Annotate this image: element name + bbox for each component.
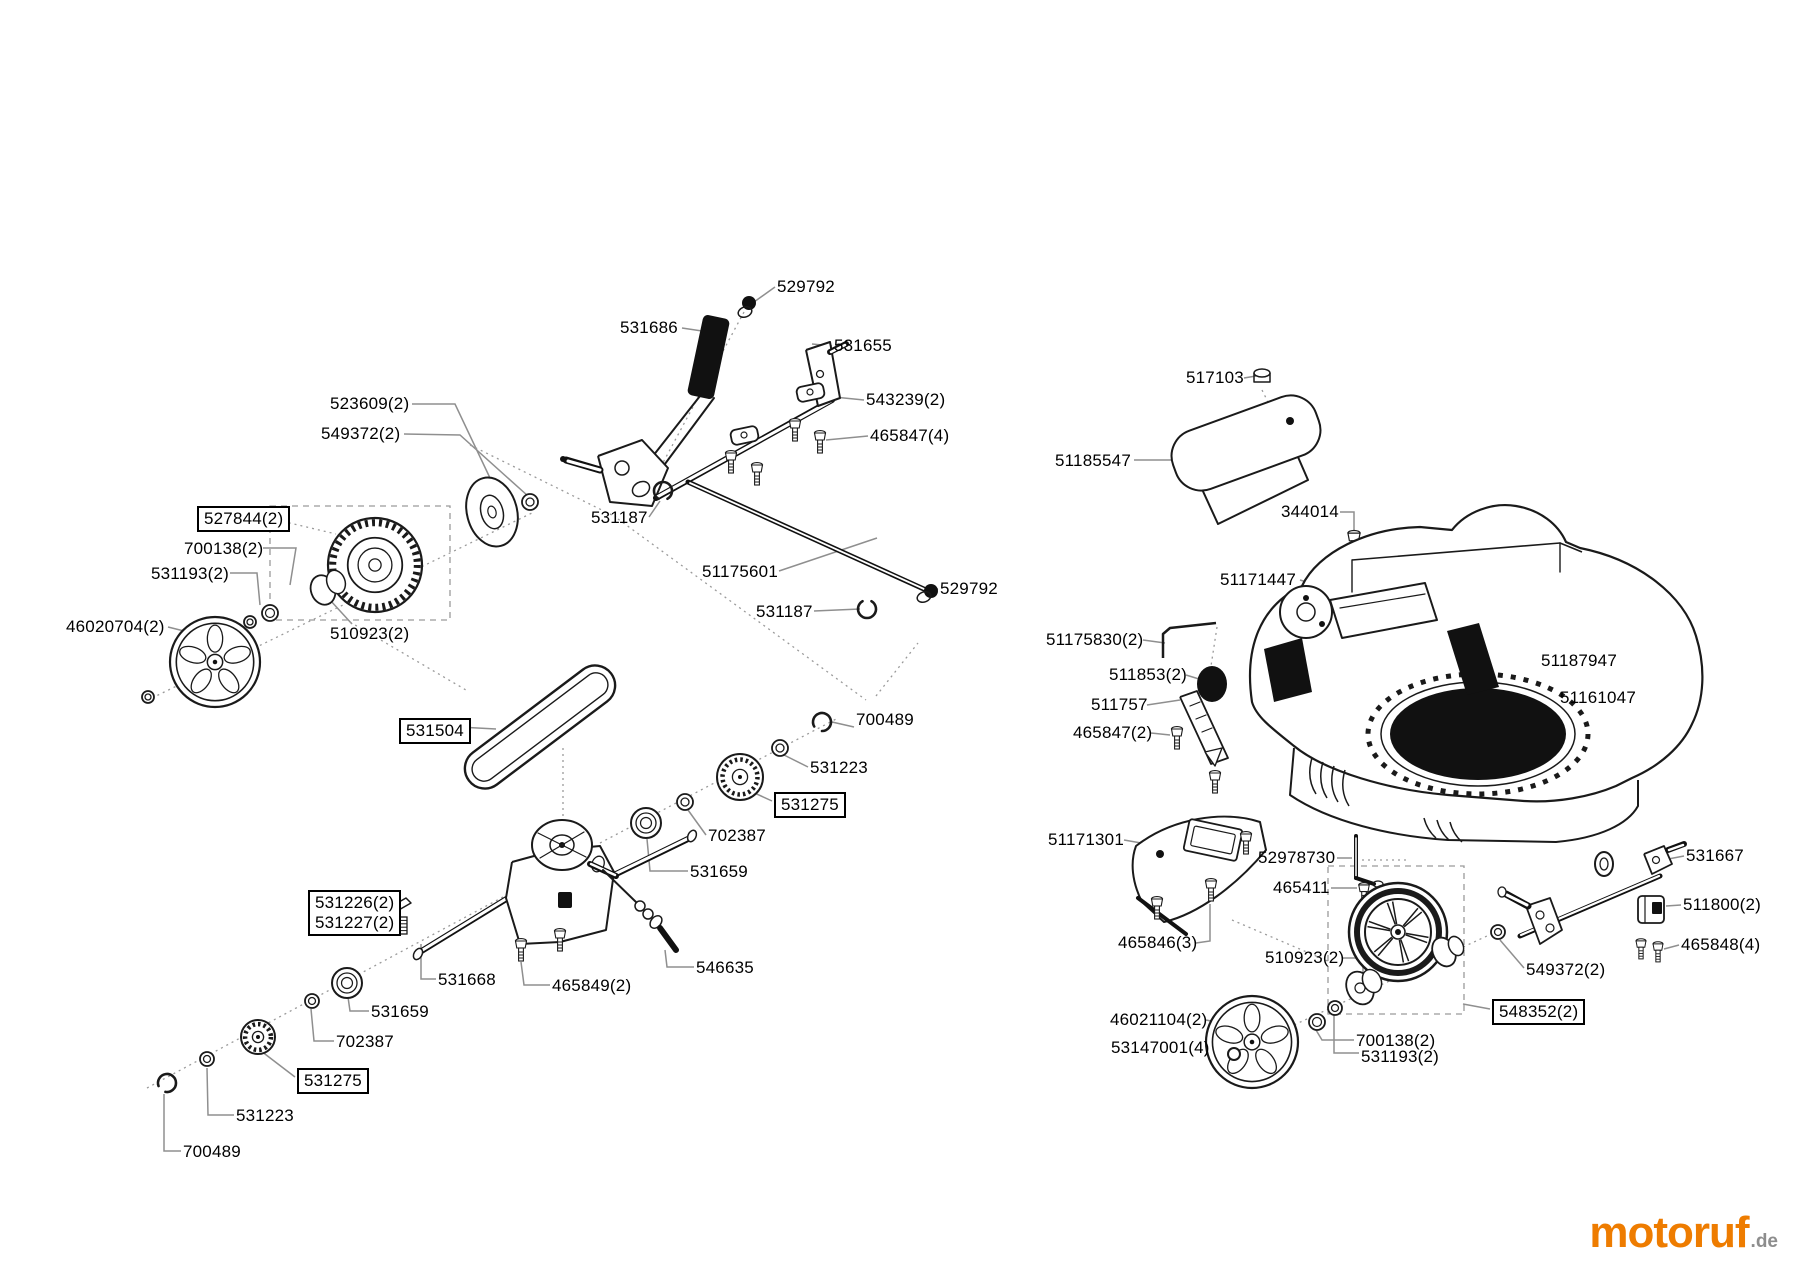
- part-label-l3: 531655: [834, 336, 892, 355]
- part-label-l33: 51185547: [1055, 451, 1131, 470]
- part-label-l1: 529792: [777, 277, 835, 296]
- part-label-l29: 531275: [297, 1068, 369, 1095]
- logo-word: motoruf: [1589, 1208, 1749, 1257]
- part-label-l11: 46020704(2): [66, 617, 165, 636]
- part-label-l43: 52978730: [1258, 848, 1336, 867]
- part-label-l42: 51171301: [1048, 830, 1124, 849]
- part-label-l5: 465847(4): [870, 426, 950, 445]
- logo-tld: .de: [1750, 1231, 1778, 1252]
- part-label-l27: 531659: [371, 1002, 429, 1021]
- part-label-l36: 51175830(2): [1046, 630, 1144, 649]
- part-label-l25: 465849(2): [552, 976, 632, 995]
- part-label-l12: 510923(2): [330, 624, 410, 643]
- part-label-l21: 531659: [690, 862, 748, 881]
- part-label-l35: 51171447: [1220, 570, 1296, 589]
- part-label-l22: 531504: [399, 718, 471, 745]
- motoruf-logo[interactable]: motoruf.de: [1589, 1208, 1778, 1258]
- part-label-l20: 702387: [708, 826, 766, 845]
- part-label-l41: 51161047: [1560, 688, 1636, 707]
- part-label-l39: 465847(2): [1073, 723, 1153, 742]
- part-label-l17: 700489: [856, 710, 914, 729]
- part-label-l13: 531187: [591, 508, 648, 527]
- part-label-l26: 546635: [696, 958, 754, 977]
- part-label-l44: 465411: [1273, 878, 1330, 897]
- part-label-l54: 700138(2): [1356, 1031, 1436, 1050]
- part-label-l55: 531193(2): [1361, 1047, 1440, 1066]
- part-label-l50: 548352(2): [1492, 999, 1586, 1026]
- part-label-l49: 549372(2): [1526, 960, 1606, 979]
- part-label-l52: 46021104(2): [1110, 1010, 1208, 1029]
- part-label-l10: 531193(2): [151, 564, 230, 583]
- part-label-l45: 465846(3): [1118, 933, 1198, 952]
- part-label-l28: 702387: [336, 1032, 394, 1051]
- part-label-l53: 53147001(4): [1111, 1038, 1210, 1057]
- part-label-l19: 531275: [774, 792, 846, 819]
- part-label-l48: 465848(4): [1681, 935, 1761, 954]
- part-label-l18: 531223: [810, 758, 868, 777]
- part-label-l4: 543239(2): [866, 390, 946, 409]
- part-label-l7: 549372(2): [321, 424, 401, 443]
- part-label-l31: 700489: [183, 1142, 241, 1161]
- part-label-l24: 531668: [438, 970, 496, 989]
- part-label-l30: 531223: [236, 1106, 294, 1125]
- part-label-l23: 531226(2) 531227(2): [308, 890, 402, 937]
- part-label-l47: 511800(2): [1683, 895, 1762, 914]
- part-label-l15: 529792: [940, 579, 998, 598]
- part-label-l37: 511853(2): [1109, 665, 1188, 684]
- part-label-l38: 511757: [1091, 695, 1148, 714]
- part-label-l2: 531686: [620, 318, 678, 337]
- part-label-l8: 527844(2): [197, 506, 291, 533]
- part-label-l34: 344014: [1281, 502, 1339, 521]
- part-label-l6: 523609(2): [330, 394, 410, 413]
- part-label-l51: 510923(2): [1265, 948, 1345, 967]
- part-label-l9: 700138(2): [184, 539, 264, 558]
- part-label-l14: 51175601: [702, 562, 778, 581]
- part-label-l46: 531667: [1686, 846, 1744, 865]
- part-label-l16: 531187: [756, 602, 813, 621]
- part-label-l40: 51187947: [1541, 651, 1617, 670]
- part-label-l32: 517103: [1186, 368, 1244, 387]
